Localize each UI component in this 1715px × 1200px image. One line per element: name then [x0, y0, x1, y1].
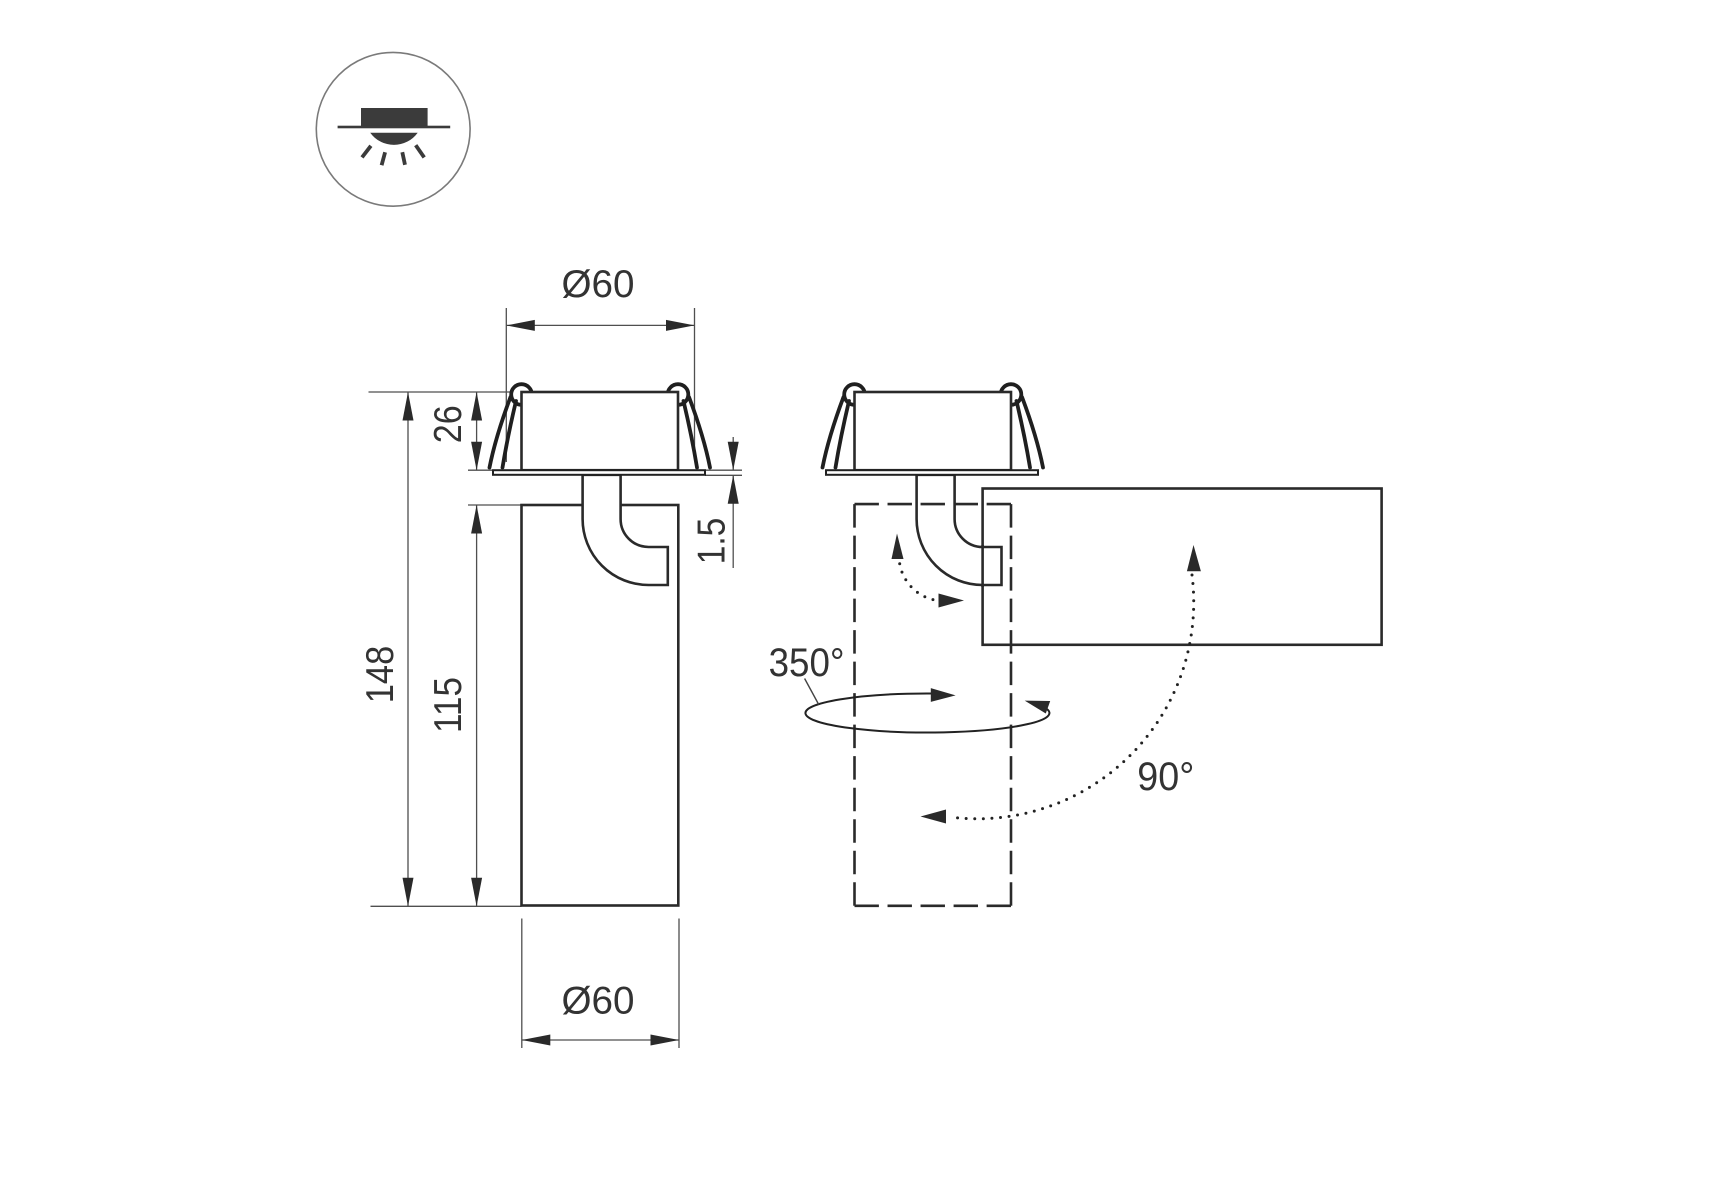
- svg-text:90°: 90°: [1137, 755, 1194, 799]
- svg-text:148: 148: [359, 646, 402, 704]
- svg-text:26: 26: [427, 405, 470, 443]
- svg-text:1.5: 1.5: [691, 518, 734, 565]
- svg-text:115: 115: [427, 677, 470, 733]
- svg-text:Ø60: Ø60: [562, 980, 635, 1023]
- svg-text:350°: 350°: [769, 641, 845, 685]
- svg-text:Ø60: Ø60: [562, 263, 635, 306]
